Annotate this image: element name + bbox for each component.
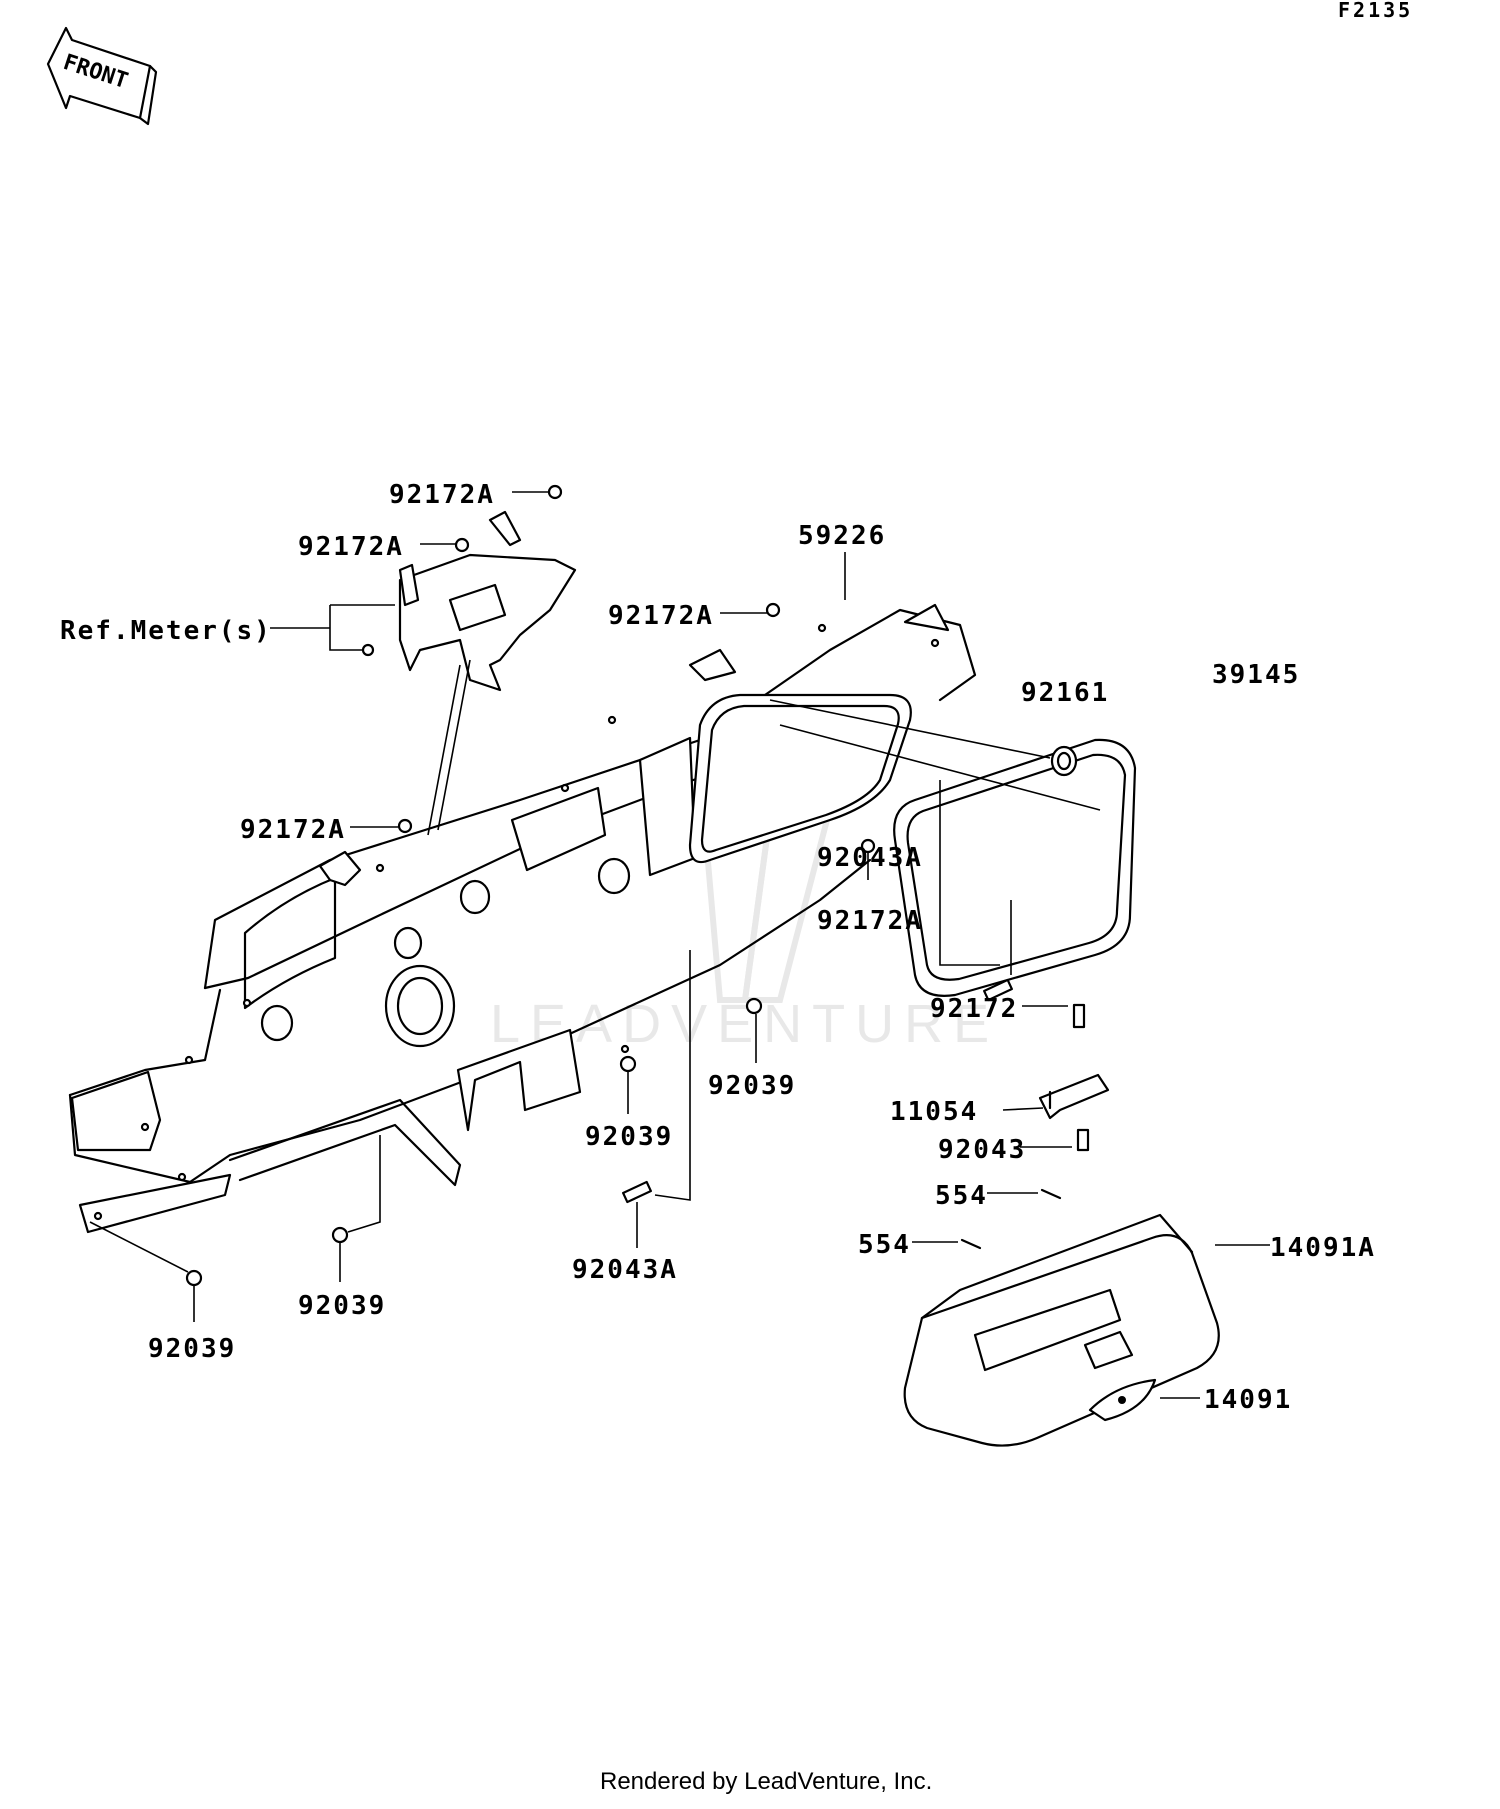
callout-92043A-bottom: 92043A xyxy=(572,1255,678,1285)
callout-92172A-top: 92172A xyxy=(389,480,495,510)
callout-92172: 92172 xyxy=(930,994,1018,1024)
gasket-drawing xyxy=(893,738,1137,997)
front-arrow-icon: FRONT xyxy=(46,26,158,126)
callout-92172A-center: 92172A xyxy=(817,906,923,936)
grommet-drawing xyxy=(1050,745,1078,777)
figure-code: F2135 xyxy=(1338,0,1413,22)
callout-92039-center: 92039 xyxy=(708,1071,796,1101)
fasteners-drawing xyxy=(185,484,1090,1287)
callout-92043: 92043 xyxy=(938,1135,1026,1165)
callout-92039-low: 92039 xyxy=(298,1291,386,1321)
callout-59226: 59226 xyxy=(798,521,886,551)
callout-92039-mid: 92039 xyxy=(585,1122,673,1152)
callout-554-a: 554 xyxy=(935,1181,988,1211)
latch-bracket-drawing xyxy=(1038,1073,1110,1120)
footer-credit: Rendered by LeadVenture, Inc. xyxy=(600,1768,932,1795)
callout-92172A-second: 92172A xyxy=(298,532,404,562)
callout-14091: 14091 xyxy=(1204,1385,1292,1415)
callout-ref-meter: Ref.Meter(s) xyxy=(60,616,272,646)
callout-11054: 11054 xyxy=(890,1097,978,1127)
callout-92172A-mid: 92172A xyxy=(608,601,714,631)
callout-92161: 92161 xyxy=(1021,678,1109,708)
callout-92172A-left: 92172A xyxy=(240,815,346,845)
meter-bracket-drawing xyxy=(398,510,577,836)
callout-39145: 39145 xyxy=(1212,660,1300,690)
callout-14091A: 14091A xyxy=(1270,1233,1376,1263)
leader-lines xyxy=(89,491,1270,1399)
callout-554-b: 554 xyxy=(858,1230,911,1260)
callout-92039-bottom: 92039 xyxy=(148,1334,236,1364)
glove-box-door-drawing xyxy=(903,1213,1220,1447)
instrument-panel-drawing xyxy=(68,603,977,1234)
callout-labels: 92172A 92172A Ref.Meter(s) 92172A 59226 … xyxy=(60,480,1376,1415)
callout-92043A-right: 92043A xyxy=(817,843,923,873)
